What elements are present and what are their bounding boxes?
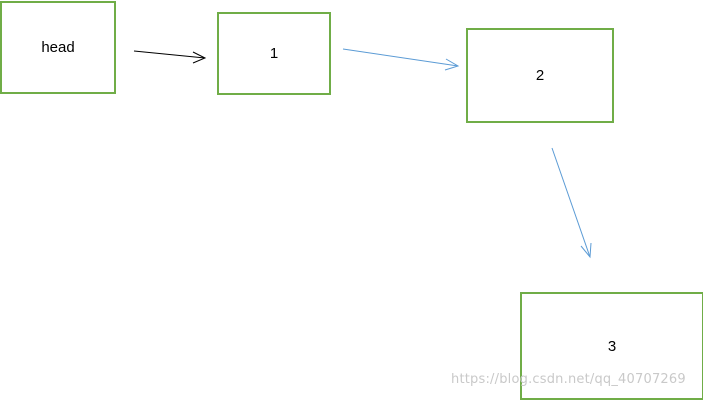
node-2-label: 2 [535,67,545,84]
watermark-text: https://blog.csdn.net/qq_40707269 [451,372,686,387]
node-head-label: head [41,39,75,56]
node-1: 1 [217,12,331,95]
node-3: 3 [520,292,703,400]
node-2: 2 [466,28,614,123]
node-head: head [0,1,116,94]
arrow-2-to-3 [551,147,592,259]
arrow-1-to-2 [342,48,460,71]
node-3-label: 3 [607,337,617,355]
node-1-label: 1 [269,45,279,62]
arrow-head-to-1 [133,50,207,64]
